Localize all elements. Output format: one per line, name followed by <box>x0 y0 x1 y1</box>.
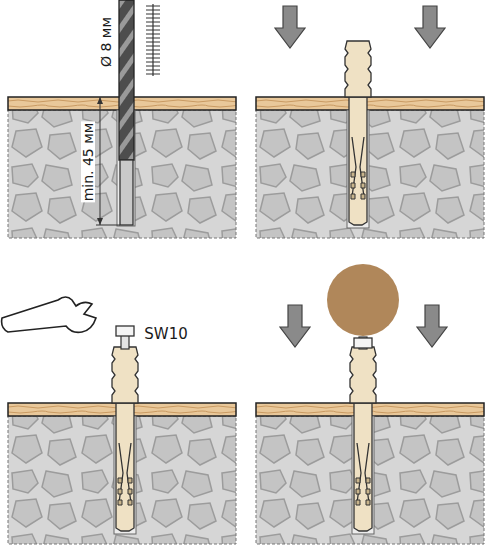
dimension-label: min. 45 мм <box>81 122 95 203</box>
dimension-label: Ø 8 мм <box>99 16 113 68</box>
dimension-label: SW10 <box>143 327 188 342</box>
